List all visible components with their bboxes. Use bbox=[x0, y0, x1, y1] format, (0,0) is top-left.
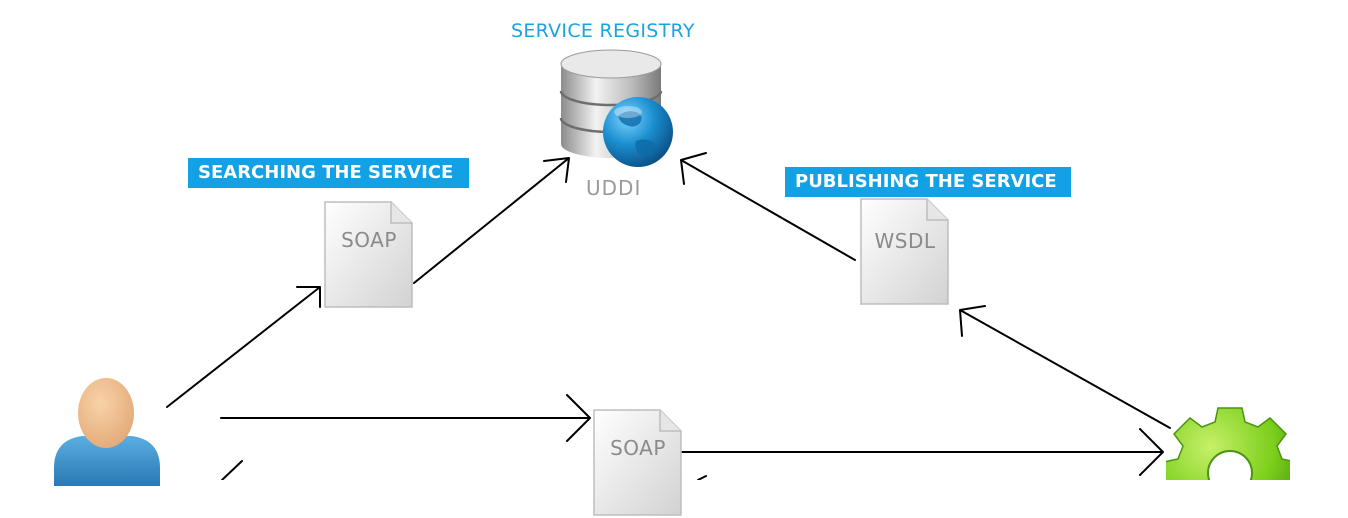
document-icon bbox=[324, 201, 413, 308]
arrow-return-head-partial bbox=[697, 475, 707, 480]
soap-search-document: SOAP bbox=[323, 200, 415, 310]
soap-request-label: SOAP bbox=[610, 436, 666, 460]
arrow-wsdl-to-uddi bbox=[680, 152, 856, 261]
arrow-request-soap-to-provider bbox=[679, 428, 1164, 476]
publish-service-tag: PUBLISHING THE SERVICE bbox=[785, 167, 1071, 197]
registry-title: SERVICE REGISTRY bbox=[511, 20, 695, 42]
search-service-tag: SEARCHING THE SERVICE bbox=[188, 158, 469, 188]
connector-arrows bbox=[166, 152, 1171, 480]
wsdl-publish-document: WSDL bbox=[859, 197, 951, 307]
wsdl-publish-label: WSDL bbox=[874, 229, 936, 253]
gear-icon bbox=[1163, 404, 1297, 518]
soap-search-label: SOAP bbox=[341, 228, 397, 252]
user-icon bbox=[52, 376, 162, 490]
registry-label: UDDI bbox=[586, 176, 642, 200]
arrow-client-to-request-soap bbox=[220, 394, 591, 442]
soap-request-document: SOAP bbox=[592, 408, 684, 518]
arrow-client-to-search-soap bbox=[166, 286, 321, 408]
arrow-provider-to-wsdl bbox=[959, 305, 1171, 429]
document-icon bbox=[860, 198, 949, 305]
database-globe-icon bbox=[556, 46, 680, 174]
arrow-search-soap-to-uddi bbox=[413, 157, 570, 284]
arrow-return-partial bbox=[221, 460, 243, 480]
document-icon bbox=[593, 409, 682, 516]
